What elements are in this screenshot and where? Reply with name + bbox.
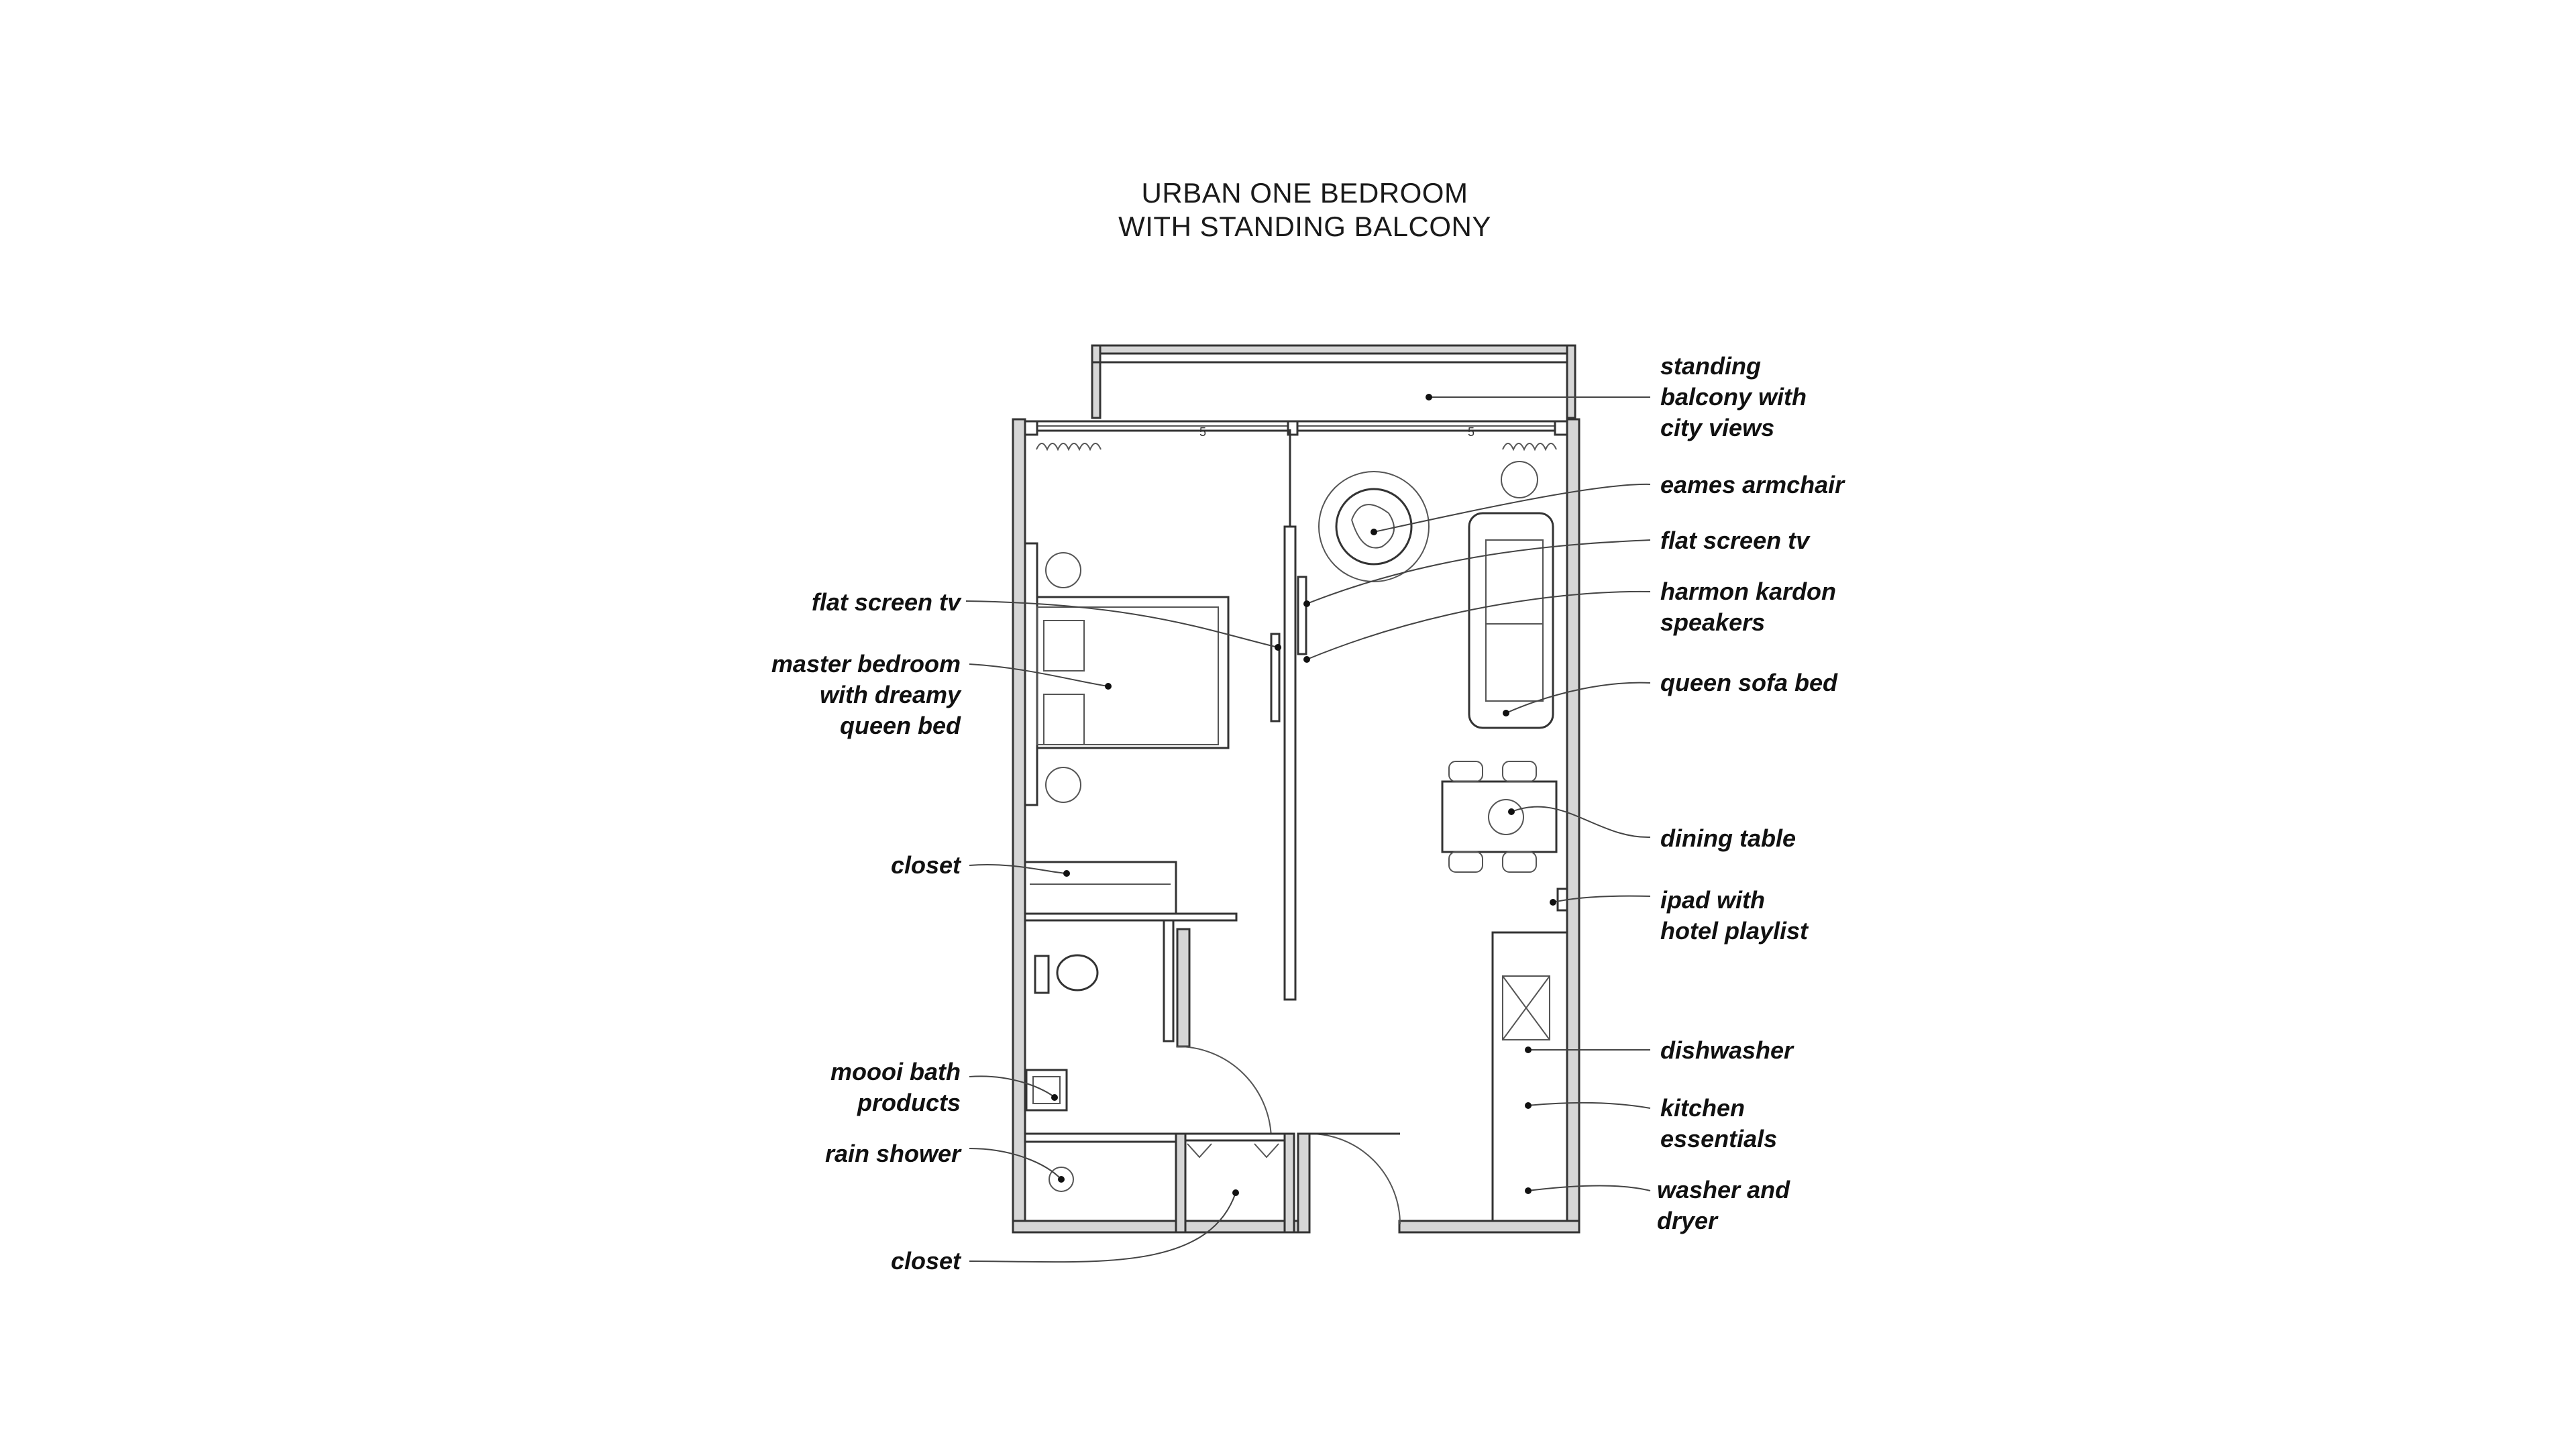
label-balcony-3: city views	[1660, 414, 1774, 441]
label-bath-2: products	[857, 1089, 961, 1116]
leader-lines	[965, 394, 1651, 1263]
closet-upper	[1024, 861, 1238, 1042]
radiator-right	[1502, 443, 1557, 451]
plan-title-line1: URBAN ONE BEDROOM	[1142, 177, 1468, 209]
label-closet-bottom: closet	[891, 1247, 962, 1275]
rain-shower-head	[1049, 1167, 1074, 1192]
svg-text:5: 5	[1468, 425, 1474, 439]
label-closet-top: closet	[891, 851, 962, 879]
bathroom	[1024, 928, 1272, 1192]
label-tv-left: flat screen tv	[812, 588, 962, 616]
label-ipad-1: ipad with	[1660, 886, 1765, 914]
plan-title-line2: WITH STANDING BALCONY	[1118, 211, 1491, 242]
svg-text:5: 5	[1199, 425, 1206, 439]
label-washer-2: dryer	[1657, 1207, 1719, 1234]
label-speakers-2: speakers	[1660, 608, 1765, 636]
label-dining: dining table	[1660, 824, 1796, 852]
label-tv-right: flat screen tv	[1660, 527, 1811, 554]
entry-door-swing	[1309, 1133, 1401, 1225]
dining-table	[1441, 761, 1558, 873]
label-bath-1: moooi bath	[830, 1058, 961, 1085]
label-shower: rain shower	[825, 1140, 962, 1167]
label-balcony-2: balcony with	[1660, 383, 1807, 411]
balcony	[1091, 344, 1576, 419]
partition-wall	[1270, 429, 1307, 1001]
label-kitchen-1: kitchen	[1660, 1094, 1745, 1122]
lamp-left	[1501, 461, 1538, 498]
radiator-left	[1036, 443, 1102, 451]
label-sofa: queen sofa bed	[1660, 669, 1838, 696]
label-balcony-1: standing	[1660, 352, 1761, 380]
label-kitchen-2: essentials	[1660, 1125, 1777, 1152]
kitchen-counter	[1491, 931, 1568, 1222]
label-dishwasher: dishwasher	[1660, 1036, 1794, 1064]
label-bedroom-1: master bedroom	[771, 650, 961, 678]
queen-bed	[1024, 542, 1230, 806]
label-bedroom-2: with dreamy	[820, 681, 962, 708]
queen-sofa-bed	[1468, 512, 1554, 729]
window-wall: 5 5	[1024, 420, 1568, 439]
label-bedroom-3: queen bed	[840, 712, 961, 739]
label-armchair: eames armchair	[1660, 471, 1845, 498]
exterior-walls	[1012, 418, 1580, 1234]
closet-lower	[1175, 1132, 1295, 1234]
label-speakers-1: harmon kardon	[1660, 578, 1836, 605]
label-ipad-2: hotel playlist	[1660, 917, 1809, 945]
toilet	[1056, 954, 1099, 991]
label-washer-1: washer and	[1657, 1176, 1790, 1203]
eames-armchair	[1318, 471, 1430, 582]
